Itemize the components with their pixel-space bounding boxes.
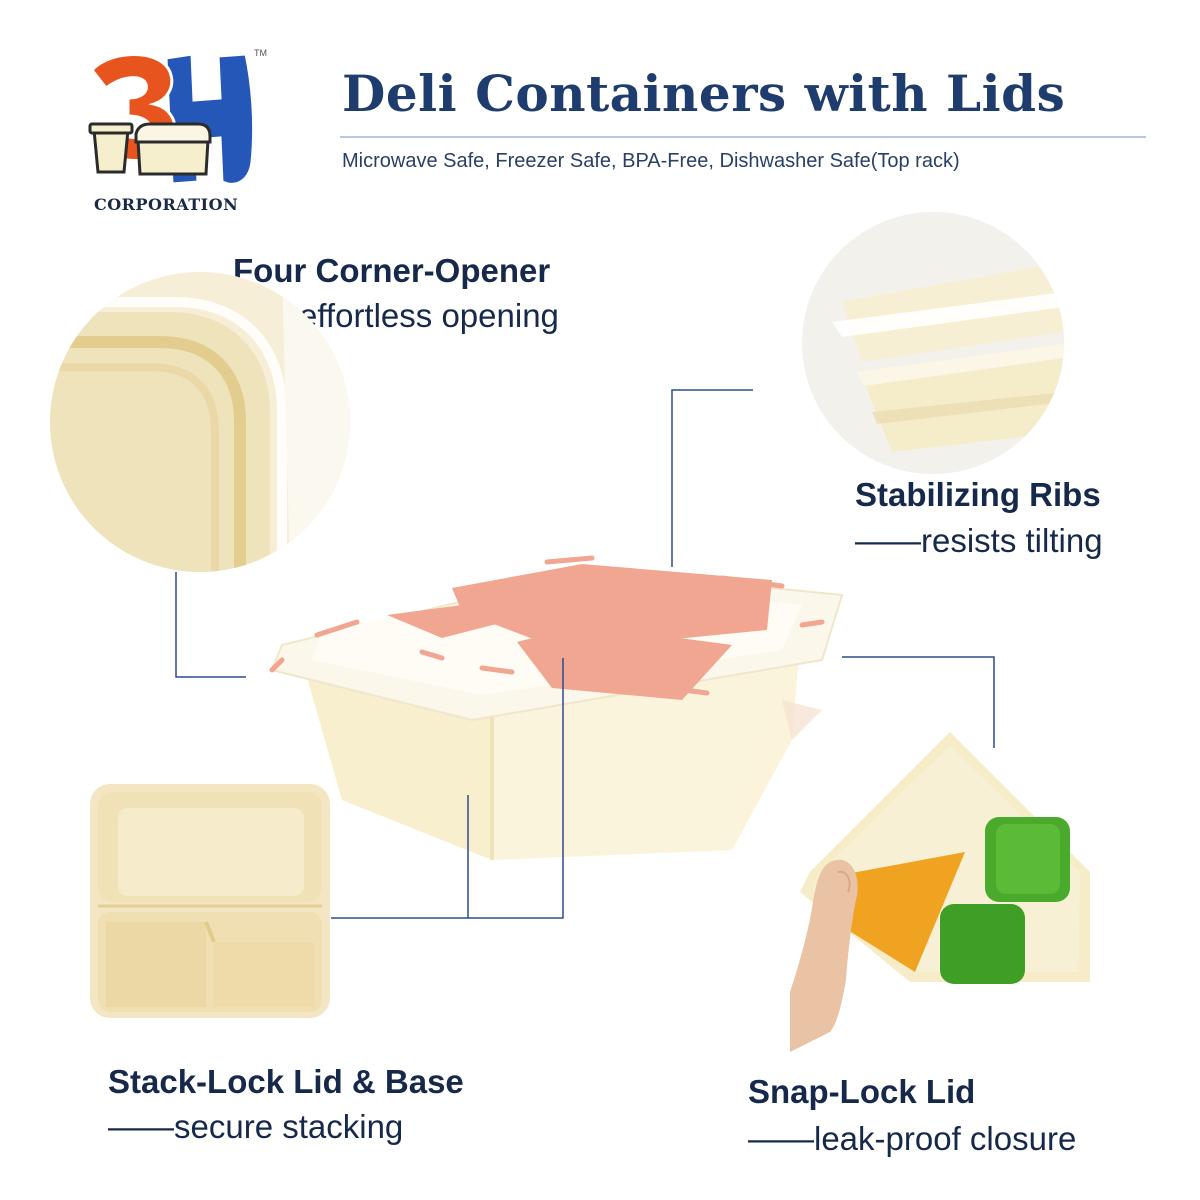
brand-logo: TM CORPORATION	[80, 42, 280, 222]
feature-stabilizing-ribs-subtitle: ——resists tilting	[855, 522, 1103, 559]
snap-lock-image	[790, 722, 1100, 1052]
page-subtitle: Microwave Safe, Freezer Safe, BPA-Free, …	[342, 150, 960, 172]
feature-snap-lock-subtitle: ——leak-proof closure	[748, 1120, 1077, 1157]
feature-stack-lock-subtitle: ——secure stacking	[108, 1108, 404, 1145]
page-title: Deli Containers with Lids	[342, 64, 1066, 123]
stabilizing-ribs-closeup	[802, 212, 1064, 474]
stack-lock-illustration	[90, 784, 330, 1018]
leader-line-stabilizing-ribs	[671, 389, 753, 567]
stack-lock-image	[88, 782, 333, 1022]
corner-opener-closeup	[50, 272, 350, 572]
ribs-closeup-image	[802, 212, 1064, 474]
leader-line-corner-opener	[175, 572, 246, 678]
feature-snap-lock-title: Snap-Lock Lid	[748, 1073, 976, 1110]
corner-closeup-image	[50, 272, 350, 572]
container-illustration	[269, 555, 844, 860]
logo-graphic: TM CORPORATION	[88, 48, 267, 214]
feature-stabilizing-ribs-title: Stabilizing Ribs	[855, 476, 1101, 513]
feature-stack-lock-title: Stack-Lock Lid & Base	[108, 1063, 464, 1100]
trademark-mark: TM	[254, 48, 267, 58]
logo-corporation-text: CORPORATION	[94, 195, 238, 214]
feature-corner-opener-title: Four Corner-Opener	[233, 252, 551, 289]
snap-lock-illustration	[790, 732, 1090, 1052]
title-divider	[340, 136, 1146, 138]
container-main-image	[262, 550, 862, 870]
